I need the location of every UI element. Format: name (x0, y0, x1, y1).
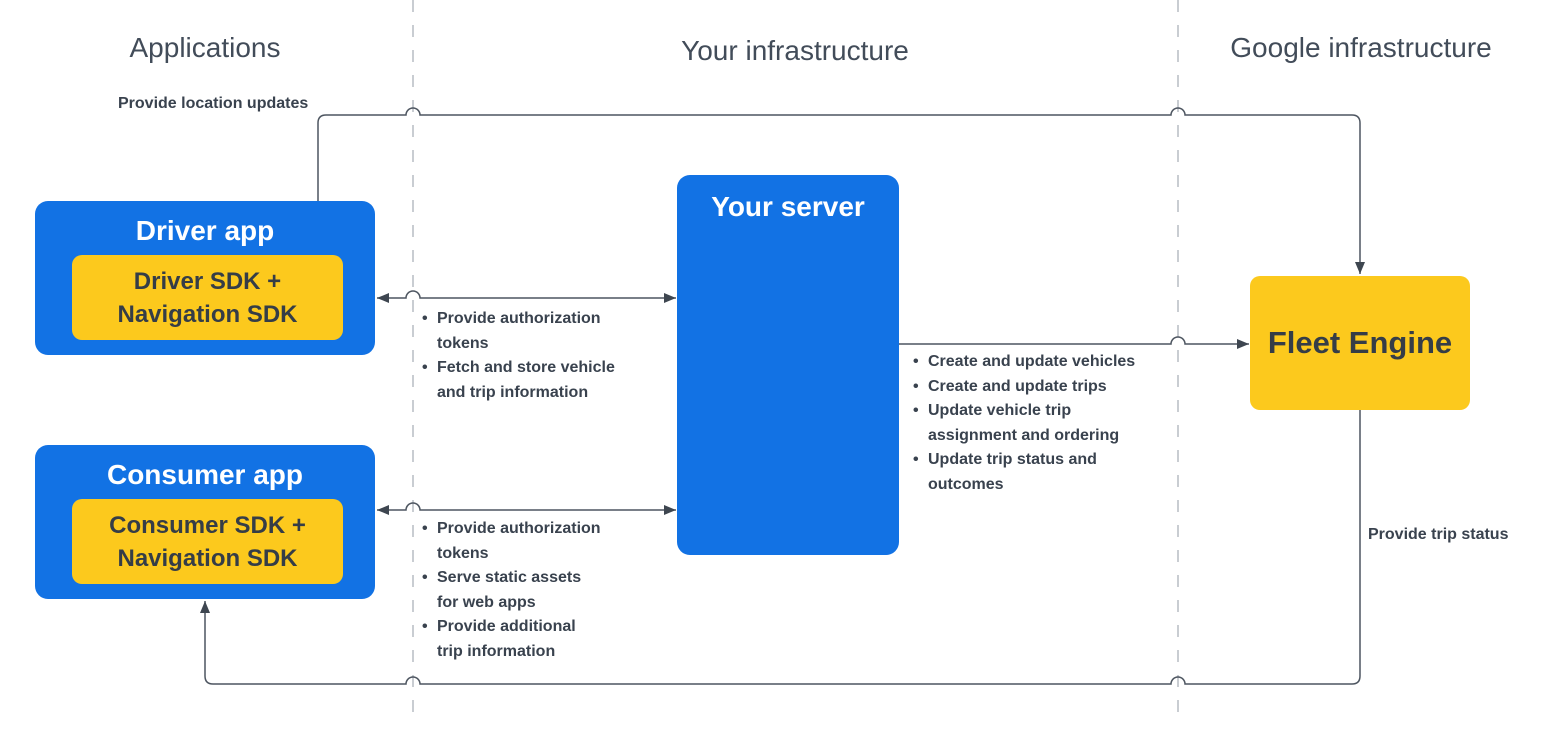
column-header-google-infrastructure: Google infrastructure (1230, 32, 1492, 63)
edge-label-provide-location-updates: Provide location updates (118, 95, 309, 112)
column-header-applications: Applications (129, 32, 281, 63)
your-server-title: Your server (711, 191, 865, 222)
bullet-item: Provide authorization tokens (420, 307, 655, 356)
your-server-box: Your server (677, 175, 899, 555)
bullet-item: Serve static assets for web apps (420, 566, 655, 615)
bullet-item: Update vehicle trip assignment and order… (911, 399, 1186, 448)
consumer-sdk-box: Consumer SDK + Navigation SDK (72, 499, 343, 584)
consumer-server-bullet-list: Provide authorization tokensServe static… (420, 517, 655, 664)
edge-provide-location-updates (317, 107, 1365, 274)
edge-provide-trip-status (200, 410, 1361, 685)
bullet-item: Fetch and store vehicle and trip informa… (420, 356, 655, 405)
bullet-item: Update trip status and outcomes (911, 448, 1186, 497)
edge-label-provide-trip-status: Provide trip status (1368, 526, 1509, 543)
driver-server-bullet-list: Provide authorization tokensFetch and st… (420, 307, 655, 405)
edge-server-fleet (898, 336, 1249, 349)
column-header-your-infrastructure: Your infrastructure (681, 35, 909, 66)
driver-app-title: Driver app (135, 215, 275, 246)
bullet-item: Create and update vehicles (911, 350, 1186, 375)
driver-sdk-box: Driver SDK + Navigation SDK (72, 255, 343, 340)
server-fleet-bullet-list: Create and update vehiclesCreate and upd… (911, 350, 1186, 497)
bullet-item: Provide authorization tokens (420, 517, 655, 566)
bullet-item: Create and update trips (911, 375, 1186, 400)
edge-consumer-server (377, 502, 676, 515)
edge-driver-server (377, 290, 676, 303)
consumer-app-title: Consumer app (106, 459, 304, 490)
fleet-engine-box: Fleet Engine (1250, 276, 1470, 410)
bullet-item: Provide additional trip information (420, 615, 655, 664)
